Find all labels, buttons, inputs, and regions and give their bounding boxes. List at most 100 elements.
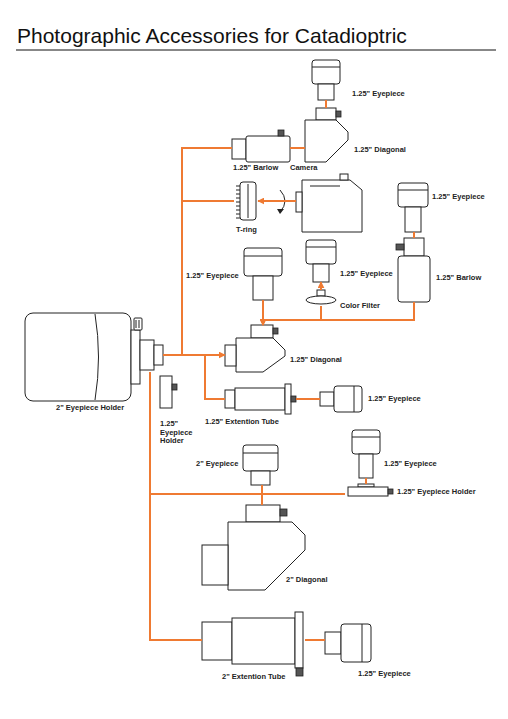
connector-line [305,639,325,641]
accessory-part: Camera [296,174,362,232]
eyepiece-2in-drawing [243,453,278,454]
eyepiece-drawing [398,183,428,232]
part-label: 2" Diagonal [286,576,327,585]
holder-2in-drawing [140,340,163,370]
barlow-drawing [404,238,424,256]
eyepiece-drawing [352,437,380,438]
extension-tube-2in-drawing [202,622,232,660]
t-ring-drawing [236,206,240,207]
holder-drawing [348,487,388,496]
eyepiece-drawing [325,624,371,662]
connector-line [163,148,232,355]
page-title: Photographic Accessories for Catadioptri… [17,24,407,47]
connector-line [320,282,322,290]
connector-line [413,232,415,238]
extension-tube-drawing [225,384,296,414]
accessory-part: 1.25" Eyepiece Holder [345,484,393,498]
eyepiece-drawing [325,632,341,654]
accessory-part: 1.25" Eyepiece [325,624,371,662]
telescope-drawing [134,318,142,330]
eyepiece-drawing [312,60,340,100]
telescope-drawing [139,320,140,328]
diagonal-2in-drawing [202,545,228,585]
part-label: 2" Extention Tube [222,673,285,682]
diagonal-drawing [336,111,341,117]
eyepiece-drawing [320,386,362,412]
telescope-drawing [95,314,99,400]
t-ring-drawing [248,184,249,218]
extension-tube-2in-drawing [295,612,303,668]
holder-2in-drawing [154,345,163,365]
eyepiece-drawing [306,247,336,248]
eyepiece-drawing [312,60,340,84]
holder-drawing [160,376,172,408]
part-label: 1.25" Extention Tube [205,418,279,427]
part-label: 1.25" Eyepiece [186,272,239,281]
eyepiece-drawing [362,624,363,662]
connector-line [296,398,320,400]
part-label: 1.25" Eyepiece Holder [160,420,200,446]
diagonal-drawing [236,338,285,372]
t-ring-drawing [236,186,240,187]
eyepiece-drawing [318,84,334,100]
eyepiece-drawing [359,454,373,478]
connector-line [258,200,296,202]
eyepiece-drawing [320,392,334,406]
barlow-drawing [278,130,284,136]
diagonal-drawing [316,108,336,120]
t-ring-drawing [236,182,256,220]
barlow-drawing [396,238,430,302]
eyepiece-drawing [405,207,421,232]
extension-tube-drawing [291,396,296,402]
accessory-part: 1.25" Barlow [396,238,430,302]
connector-line [325,100,327,108]
holder-drawing [172,384,177,390]
accessory-part: 2" Extention Tube [202,612,305,668]
color-filter-drawing [306,296,336,304]
part-label: 2" Eyepiece Holder [56,404,124,413]
accessory-part: 1.25" Eyepiece Holder [158,374,177,410]
eyepiece-2in-drawing [243,445,278,471]
title-rule [16,50,496,51]
part-label: 1.25" Eyepiece Holder [397,488,476,497]
holder-drawing [348,484,393,496]
holder-2in-drawing [140,340,154,370]
diagonal-2in-drawing [280,509,287,516]
part-label: Camera [290,164,318,173]
diagonal-2in-drawing [246,505,280,522]
diagonal-drawing [305,108,348,162]
part-label: 1.25" Eyepiece [432,193,485,202]
holder-drawing [388,489,393,494]
eyepiece-drawing [306,240,336,282]
part-label: 1.25" Barlow [436,274,481,283]
eyepiece-drawing [244,248,282,276]
eyepiece-drawing [313,264,329,282]
camera-drawing [302,180,362,232]
rotation-arrow [277,209,284,214]
eyepiece-drawing [352,430,380,478]
t-ring-drawing [236,202,240,203]
accessory-part: Color Filter [306,290,336,306]
camera-drawing [296,192,302,212]
eyepiece-drawing [244,248,282,300]
extension-tube-drawing [235,388,285,410]
accessory-part: 1.25" Diagonal [225,325,285,372]
eyepiece-drawing [341,624,371,662]
t-ring-drawing [236,194,240,195]
connector-line [263,306,321,325]
barlow-drawing [246,136,290,162]
t-ring-drawing [240,182,256,220]
connector-line [150,372,262,505]
color-filter-drawing [306,290,336,304]
diagonal-drawing [273,328,278,334]
eyepiece-drawing [253,276,273,300]
eyepiece-drawing [398,190,428,191]
part-label: 1.25" Eyepiece [352,90,405,99]
accessory-part: T-ring [234,180,258,222]
connector-line [290,147,305,149]
diagonal-drawing [251,325,273,338]
camera-drawing [296,174,362,232]
accessory-part: 2" Eyepiece Holder [140,338,163,372]
telescope-drawing [25,313,142,401]
